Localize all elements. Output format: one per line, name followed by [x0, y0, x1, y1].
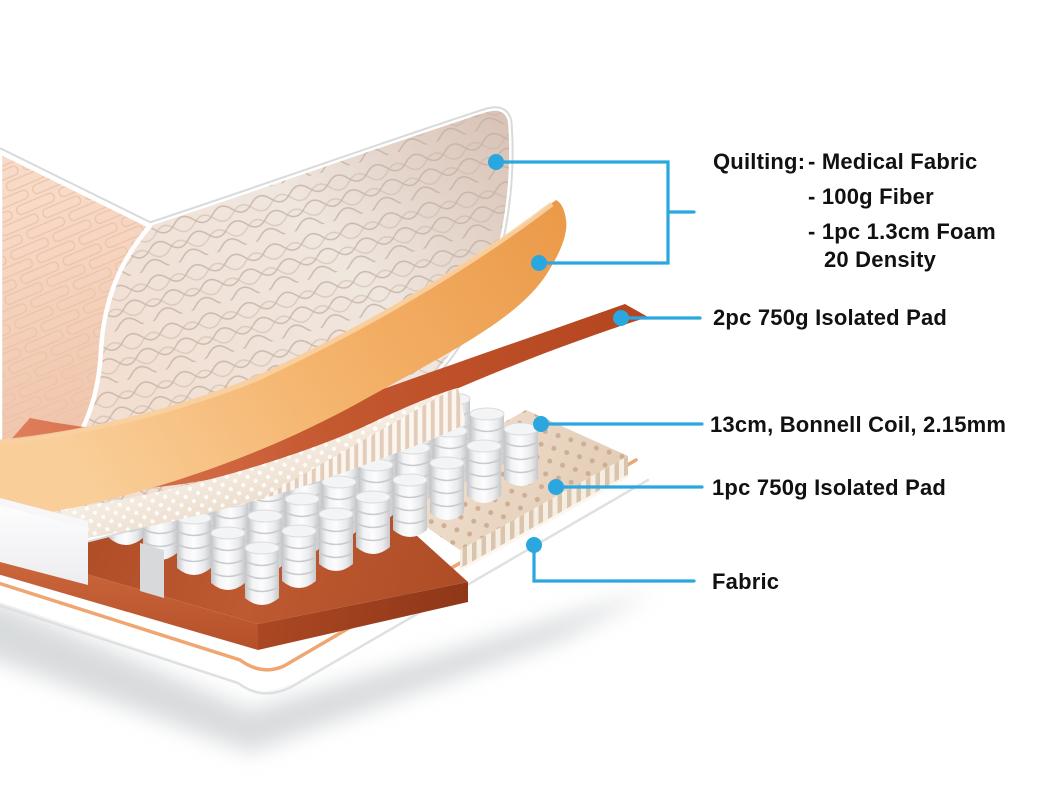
- quilting-item-fiber: - 100g Fiber: [808, 183, 934, 209]
- label-bonnell-coil: 13cm, Bonnell Coil, 2.15mm: [710, 411, 1007, 437]
- leader-isolated-pad-1pc: [548, 479, 704, 495]
- quilting-item-medical-fabric: - Medical Fabric: [808, 148, 978, 174]
- drop-shadow: [0, 590, 655, 752]
- label-fabric: Fabric: [712, 568, 780, 594]
- leader-bonnell-coil: [533, 416, 704, 432]
- quilting-title: Quilting:: [713, 148, 806, 174]
- label-isolated-pad-1pc: 1pc 750g Isolated Pad: [712, 474, 947, 500]
- quilting-item-foam: - 1pc 1.3cm Foam: [808, 218, 996, 244]
- foam-layer: [0, 200, 567, 520]
- leader-isolated-pad-2pc: [613, 310, 702, 326]
- leader-fabric: [526, 537, 696, 583]
- label-isolated-pad-2pc: 2pc 750g Isolated Pad: [713, 304, 948, 330]
- quilting-item-foam-density: 20 Density: [824, 246, 937, 272]
- foam-block: [0, 498, 164, 598]
- leader-quilting: [488, 154, 696, 271]
- leader-lines: [488, 154, 704, 583]
